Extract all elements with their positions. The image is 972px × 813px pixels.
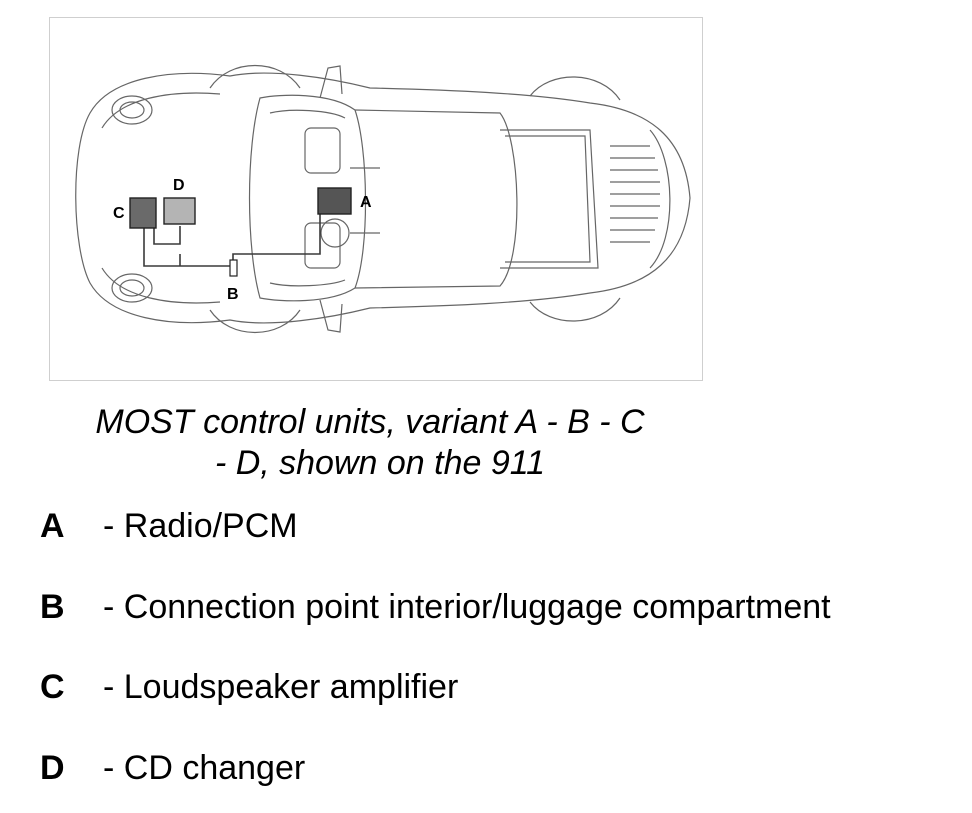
unit-b-connection-point	[229, 259, 238, 277]
car-diagram: C D A B	[75, 64, 691, 334]
legend-key: D	[40, 749, 65, 787]
unit-a-radio-pcm	[317, 187, 352, 215]
label-a: A	[360, 194, 372, 211]
car-diagram-frame: C D A B	[49, 17, 703, 381]
label-c: C	[113, 205, 125, 222]
unit-c-loudspeaker-amplifier	[129, 197, 157, 229]
caption-line-1: MOST control units, variant A - B - C	[95, 403, 645, 441]
legend-text: - CD changer	[103, 749, 306, 787]
legend-key: C	[40, 668, 65, 706]
legend-key: A	[40, 507, 65, 545]
legend-key: B	[40, 588, 65, 626]
label-b: B	[227, 286, 239, 303]
unit-d-cd-changer	[163, 197, 196, 225]
label-d: D	[173, 177, 185, 194]
legend-text: - Loudspeaker amplifier	[103, 668, 459, 706]
figure-caption: MOST control units, variant A - B - C - …	[0, 402, 740, 484]
legend-text: - Connection point interior/luggage comp…	[103, 588, 831, 626]
wire-cd	[153, 226, 181, 245]
caption-line-2: - D, shown on the 911	[214, 444, 546, 482]
car-body-outline	[75, 64, 691, 334]
legend-text: - Radio/PCM	[103, 507, 298, 545]
